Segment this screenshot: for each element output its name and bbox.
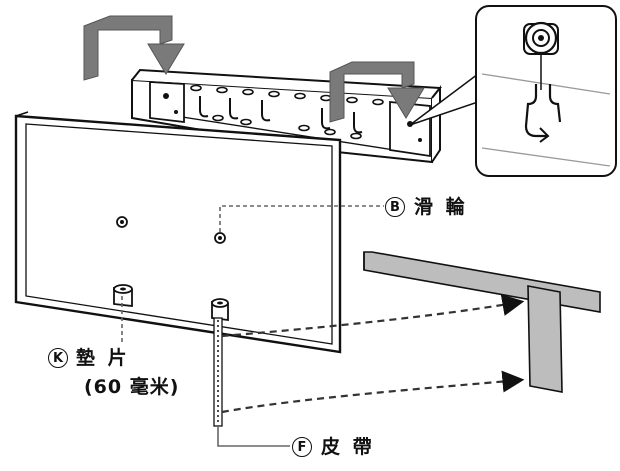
tv-roller-left: [116, 216, 128, 228]
tv-spacer-right: [211, 298, 229, 322]
spacer-size-label: (60 毫米): [84, 376, 180, 398]
roller-icon: [523, 21, 559, 55]
tv-spacer-left: [113, 284, 133, 308]
belt-strap: [213, 317, 223, 427]
wall-stand: [363, 251, 601, 393]
detail-callout: [409, 5, 617, 177]
tv-back-panel: [14, 111, 342, 354]
belt-guide-arrows: [221, 294, 525, 414]
mount-arrow-right: [329, 61, 425, 123]
belt-badge: F: [292, 437, 312, 457]
callout-leader-lines: [121, 205, 384, 447]
mount-arrow-left: [83, 15, 185, 81]
spacer-label: 墊 片: [76, 347, 130, 369]
roller-badge: B: [385, 197, 405, 217]
belt-label: 皮 帶: [321, 436, 375, 458]
roller-label: 滑 輪: [414, 196, 468, 218]
tv-roller-right: [214, 232, 226, 244]
spacer-badge: K: [48, 348, 68, 368]
